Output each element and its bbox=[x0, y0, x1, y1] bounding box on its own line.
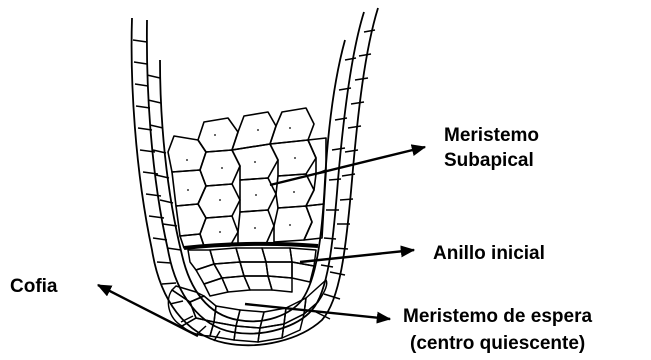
root-outline bbox=[132, 8, 378, 345]
right-epidermis-cells bbox=[314, 30, 375, 319]
quiescent-center-cells bbox=[188, 248, 316, 296]
label-anillo-inicial: Anillo inicial bbox=[433, 243, 545, 265]
label-cofia: Cofia bbox=[10, 276, 58, 298]
left-epidermis-cells bbox=[133, 40, 220, 341]
label-meristemo-espera-line1: Meristemo de espera bbox=[403, 306, 592, 328]
label-meristemo-subapical-line2: Subapical bbox=[444, 150, 534, 172]
label-meristemo-subapical-line1: Meristemo bbox=[444, 125, 539, 147]
arrow-meristemo-subapical bbox=[270, 147, 425, 185]
label-meristemo-espera-line2: (centro quiescente) bbox=[410, 333, 585, 355]
pointer-arrows bbox=[98, 147, 425, 336]
